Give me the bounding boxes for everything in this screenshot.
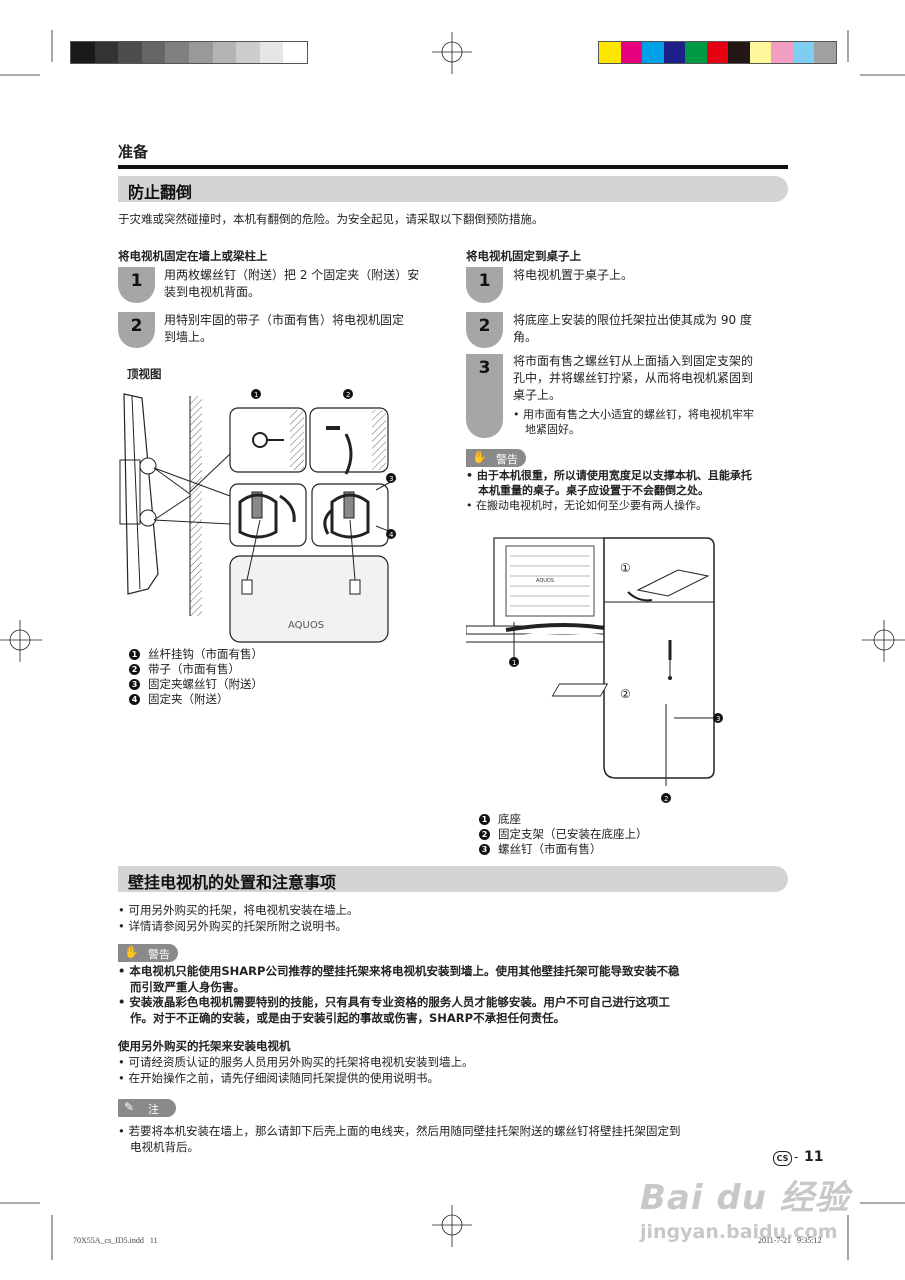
- tv-logo: AQUOS: [288, 620, 324, 631]
- section-title: 壁挂电视机的处置和注意事项: [128, 873, 337, 892]
- gray-swatch: [236, 42, 260, 63]
- bullet-list: • 可用另外购买的托架，将电视机安装在墙上。 • 详情请参阅另外购买的托架所附之…: [118, 903, 359, 933]
- callout-two: ②: [620, 687, 631, 701]
- section-title-bar: 防止翻倒: [118, 176, 788, 202]
- gray-swatch: [94, 42, 119, 63]
- left-heading: 将电视机固定在墙上或梁柱上: [118, 249, 268, 263]
- grayscale-calibration-bar: [70, 41, 308, 64]
- right-heading: 将电视机固定到桌子上: [466, 249, 581, 263]
- color-swatch: [814, 42, 837, 63]
- color-swatch: [771, 42, 793, 63]
- figure-title: 顶视图: [127, 367, 162, 381]
- note-pill: ✎注: [118, 1099, 176, 1117]
- gray-swatch: [188, 42, 213, 63]
- color-calibration-bar: [598, 41, 837, 64]
- svg-text:1: 1: [254, 391, 258, 399]
- section-title: 防止翻倒: [128, 183, 193, 202]
- step-badge: 2: [466, 312, 503, 348]
- hand-icon: ✋: [472, 450, 487, 464]
- svg-text:2: 2: [664, 795, 668, 803]
- tv-logo: AQUOS: [536, 578, 554, 584]
- step-badge: 1: [466, 267, 503, 303]
- gray-swatch: [141, 42, 166, 63]
- gray-swatch: [212, 42, 237, 63]
- timestamp: 2011-7-21 9:35:12: [758, 1236, 822, 1245]
- color-swatch: [599, 42, 621, 63]
- svg-text:1: 1: [512, 659, 516, 667]
- file-info: 70X55A_cs_ID5.indd 11: [73, 1236, 158, 1245]
- color-swatch: [749, 42, 772, 63]
- language-badge: CS: [773, 1151, 792, 1166]
- color-swatch: [620, 42, 643, 63]
- warning-text: • 由于本机很重，所以请使用宽度足以支撑本机、且能承托 本机重量的桌子。桌子应设…: [466, 469, 752, 512]
- svg-text:2: 2: [346, 391, 350, 399]
- gray-swatch: [71, 42, 95, 63]
- table-mount-illustration: AQUOS ① ② 1 3 2: [466, 537, 723, 803]
- color-swatch: [685, 42, 707, 63]
- step-text: 将电视机置于桌子上。: [513, 268, 634, 282]
- color-swatch: [728, 42, 750, 63]
- wall-mount-illustration: AQUOS 1 2 3 4: [119, 389, 397, 643]
- intro-text: 于灾难或突然碰撞时，本机有翻倒的危险。为安全起见，请采取以下翻倒预防措施。: [118, 212, 544, 226]
- step-subnote: • 用市面有售之大小适宜的螺丝钉，将电视机牢牢 地紧固好。: [513, 408, 754, 436]
- sub-heading: 使用另外购买的托架来安装电视机: [118, 1039, 291, 1053]
- color-swatch: [706, 42, 729, 63]
- gray-swatch: [165, 42, 189, 63]
- step-badge: 2: [118, 312, 155, 348]
- hand-icon: ✋: [124, 945, 139, 959]
- chapter-title: 准备: [118, 143, 149, 161]
- gray-swatch: [259, 42, 284, 63]
- warning-pill: ✋警告: [118, 944, 178, 962]
- svg-text:3: 3: [389, 475, 393, 483]
- page-separator: -: [794, 1150, 799, 1164]
- note-text: • 若要将本机安装在墙上，那么请卸下后壳上面的电线夹，然后用随同壁挂托架附送的螺…: [118, 1124, 681, 1154]
- pencil-icon: ✎: [124, 1100, 135, 1114]
- section-title-bar: 壁挂电视机的处置和注意事项: [118, 866, 788, 892]
- step-badge: 1: [118, 267, 155, 303]
- svg-text:4: 4: [389, 531, 394, 539]
- callout-one: ①: [620, 561, 631, 575]
- color-swatch: [663, 42, 686, 63]
- header-rule: [118, 165, 788, 169]
- svg-text:3: 3: [716, 715, 720, 723]
- step-text: 将市面有售之螺丝钉从上面插入到固定支架的孔中，并将螺丝钉拧紧，从而将电视机紧固到…: [513, 354, 754, 402]
- warning-list: • 本电视机只能使用SHARP公司推荐的壁挂托架来将电视机安装到墙上。使用其他壁…: [118, 964, 680, 1025]
- step-text: 用特别牢固的带子（市面有售）将电视机固定到墙上。: [164, 313, 405, 344]
- bullet-list: • 可请经资质认证的服务人员用另外购买的托架将电视机安装到墙上。 • 在开始操作…: [118, 1055, 474, 1085]
- gray-swatch: [283, 42, 307, 63]
- page-number: 11: [804, 1149, 824, 1165]
- warning-pill: ✋警告: [466, 449, 526, 467]
- step-text: 用两枚螺丝钉（附送）把 2 个固定夹（附送）安装到电视机背面。: [164, 268, 420, 299]
- gray-swatch: [118, 42, 142, 63]
- step-badge: 3: [466, 354, 503, 438]
- color-swatch: [642, 42, 664, 63]
- step-text: 将底座上安装的限位托架拉出使其成为 90 度角。: [513, 313, 752, 344]
- watermark: Bai du 经验 jingyan.baidu.com: [640, 1178, 850, 1243]
- color-swatch: [792, 42, 815, 63]
